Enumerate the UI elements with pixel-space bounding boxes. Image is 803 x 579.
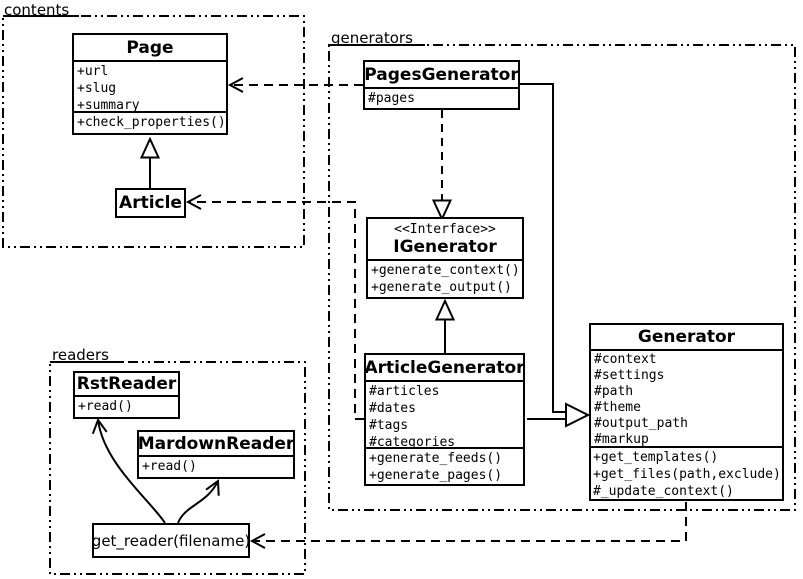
class-igenerator-header: <<Interface>> IGenerator <box>368 219 522 261</box>
attribute-line: #theme <box>594 400 641 415</box>
package-generators-label: generators <box>331 29 413 47</box>
class-articlegenerator: ArticleGenerator #articles #dates #tags … <box>364 353 525 486</box>
attribute-line: #articles <box>369 384 440 399</box>
class-page: Page +url +slug +summary +check_properti… <box>72 33 228 135</box>
class-articlegenerator-attributes: #articles #dates #tags #categories <box>366 382 523 449</box>
method-line: +read() <box>78 399 133 414</box>
class-article: Article <box>115 188 186 218</box>
attribute-line: #pages <box>368 91 415 106</box>
method-line: +check_properties() <box>77 115 226 130</box>
dependency-articlegenerator-article <box>185 194 364 420</box>
method-line: +generate_feeds() <box>369 451 503 466</box>
attribute-line: #dates <box>369 401 416 416</box>
class-rstreader: RstReader +read() <box>73 371 180 419</box>
arrow-getreader-rstreader <box>91 417 166 524</box>
package-contents-label: contents <box>4 1 70 19</box>
method-line: +generate_output() <box>371 280 512 295</box>
attribute-line: #path <box>594 384 634 399</box>
attribute-line: #markup <box>594 432 649 447</box>
class-generator-name: Generator <box>591 325 782 351</box>
class-pagesgenerator: PagesGenerator #pages <box>363 60 520 110</box>
class-mardownreader-name: MardownReader <box>138 432 294 457</box>
class-pagesgenerator-name: PagesGenerator <box>364 62 519 89</box>
class-mardownreader-methods: +read() <box>139 457 293 477</box>
class-igenerator-stereotype: <<Interface>> <box>394 221 496 237</box>
class-articlegenerator-methods: +generate_feeds() +generate_pages() <box>366 449 523 484</box>
package-readers-border <box>49 361 306 575</box>
function-get-reader-label: get_reader(filename) <box>91 531 251 550</box>
method-line: +get_templates() <box>593 450 719 465</box>
method-line: +read() <box>142 459 197 474</box>
attribute-line: #tags <box>369 418 409 433</box>
method-line: +generate_context() <box>371 263 520 278</box>
class-page-methods: +check_properties() <box>74 113 226 133</box>
attribute-line: +slug <box>77 81 117 96</box>
class-page-name: Page <box>74 35 226 62</box>
method-line: #_update_context() <box>593 484 734 499</box>
attribute-line: #output_path <box>594 416 688 431</box>
class-generator-attributes: #context #settings #path #theme #output_… <box>591 351 782 448</box>
class-page-attributes: +url +slug +summary <box>74 62 226 113</box>
attribute-line: +url <box>77 64 109 79</box>
class-igenerator-methods: +generate_context() +generate_output() <box>368 261 522 297</box>
class-igenerator: <<Interface>> IGenerator +generate_conte… <box>366 217 524 299</box>
generalization-generator-arrowhead <box>565 402 591 428</box>
class-articlegenerator-name: ArticleGenerator <box>364 355 525 382</box>
attribute-line: #categories <box>369 435 456 449</box>
attribute-line: +summary <box>77 98 140 113</box>
package-readers-label: readers <box>52 346 109 364</box>
dependency-generator-getreader <box>249 502 687 549</box>
attribute-line: #settings <box>594 368 665 383</box>
function-get-reader: get_reader(filename) <box>92 523 250 558</box>
class-igenerator-name: IGenerator <box>393 236 497 257</box>
class-generator-methods: +get_templates() +get_files(path,exclude… <box>591 448 782 499</box>
arrow-getreader-mardownreader <box>177 479 220 524</box>
class-generator: Generator #context #settings #path #them… <box>589 323 784 501</box>
package-generators-border <box>328 44 796 511</box>
method-line: +generate_pages() <box>369 468 503 483</box>
method-line: +get_files(path,exclude) <box>593 467 781 482</box>
package-contents-border <box>2 15 305 248</box>
class-mardownreader: MardownReader +read() <box>137 430 295 479</box>
class-article-name: Article <box>119 193 182 213</box>
class-pagesgenerator-attributes: #pages <box>365 89 518 108</box>
class-rstreader-methods: +read() <box>75 397 178 417</box>
attribute-line: #context <box>594 352 657 367</box>
class-rstreader-name: RstReader <box>75 373 178 397</box>
generalization-pagesgenerator-generator <box>520 83 566 413</box>
